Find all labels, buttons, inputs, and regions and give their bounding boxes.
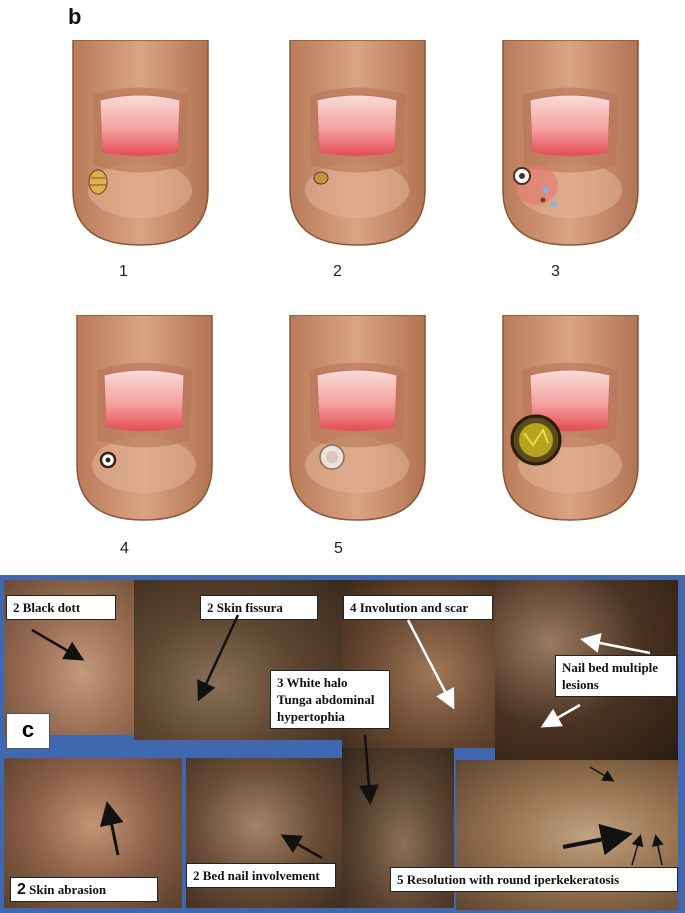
- caption-involution: 4 Involution and scar: [343, 595, 493, 620]
- caption-skin-abrasion-number: 2: [17, 881, 26, 898]
- penetrating-flea-icon: [313, 171, 329, 185]
- finger-illustration-6: [488, 315, 653, 525]
- step-number-4: 4: [120, 540, 129, 557]
- caption-skin-abrasion: 2 Skin abrasion: [10, 877, 158, 902]
- flea-icon: [88, 169, 108, 195]
- caption-white-halo: 3 White halo Tunga abdominal hypertophia: [270, 670, 390, 729]
- egg-icon: [543, 187, 549, 193]
- finger-illustration-4: [62, 315, 227, 525]
- step-number-2: 2: [333, 263, 342, 280]
- caption-bed-nail: 2 Bed nail involvement: [186, 863, 336, 888]
- panel-label-c: c: [6, 713, 50, 749]
- caption-skin-abrasion-text: Skin abrasion: [25, 882, 107, 897]
- finger-illustration-2: [275, 40, 440, 250]
- finger-illustration-5: [275, 315, 440, 525]
- caption-nail-bed-multiple: Nail bed multiple lesions: [555, 655, 677, 697]
- caption-skin-fissura: 2 Skin fissura: [200, 595, 318, 620]
- finger-illustration-3: [488, 40, 653, 250]
- step-number-5: 5: [334, 540, 343, 557]
- step-number-3: 3: [551, 263, 560, 280]
- caption-resolution: 5 Resolution with round iperkekeratosis: [390, 867, 678, 892]
- finger-illustration-1: [58, 40, 223, 250]
- clinical-photo-panel: 2 Black dott 2 Skin fissura 4 Involution…: [0, 575, 685, 913]
- step-number-1: 1: [119, 263, 128, 280]
- caption-black-dott: 2 Black dott: [6, 595, 116, 620]
- panel-label-b: b: [68, 4, 82, 29]
